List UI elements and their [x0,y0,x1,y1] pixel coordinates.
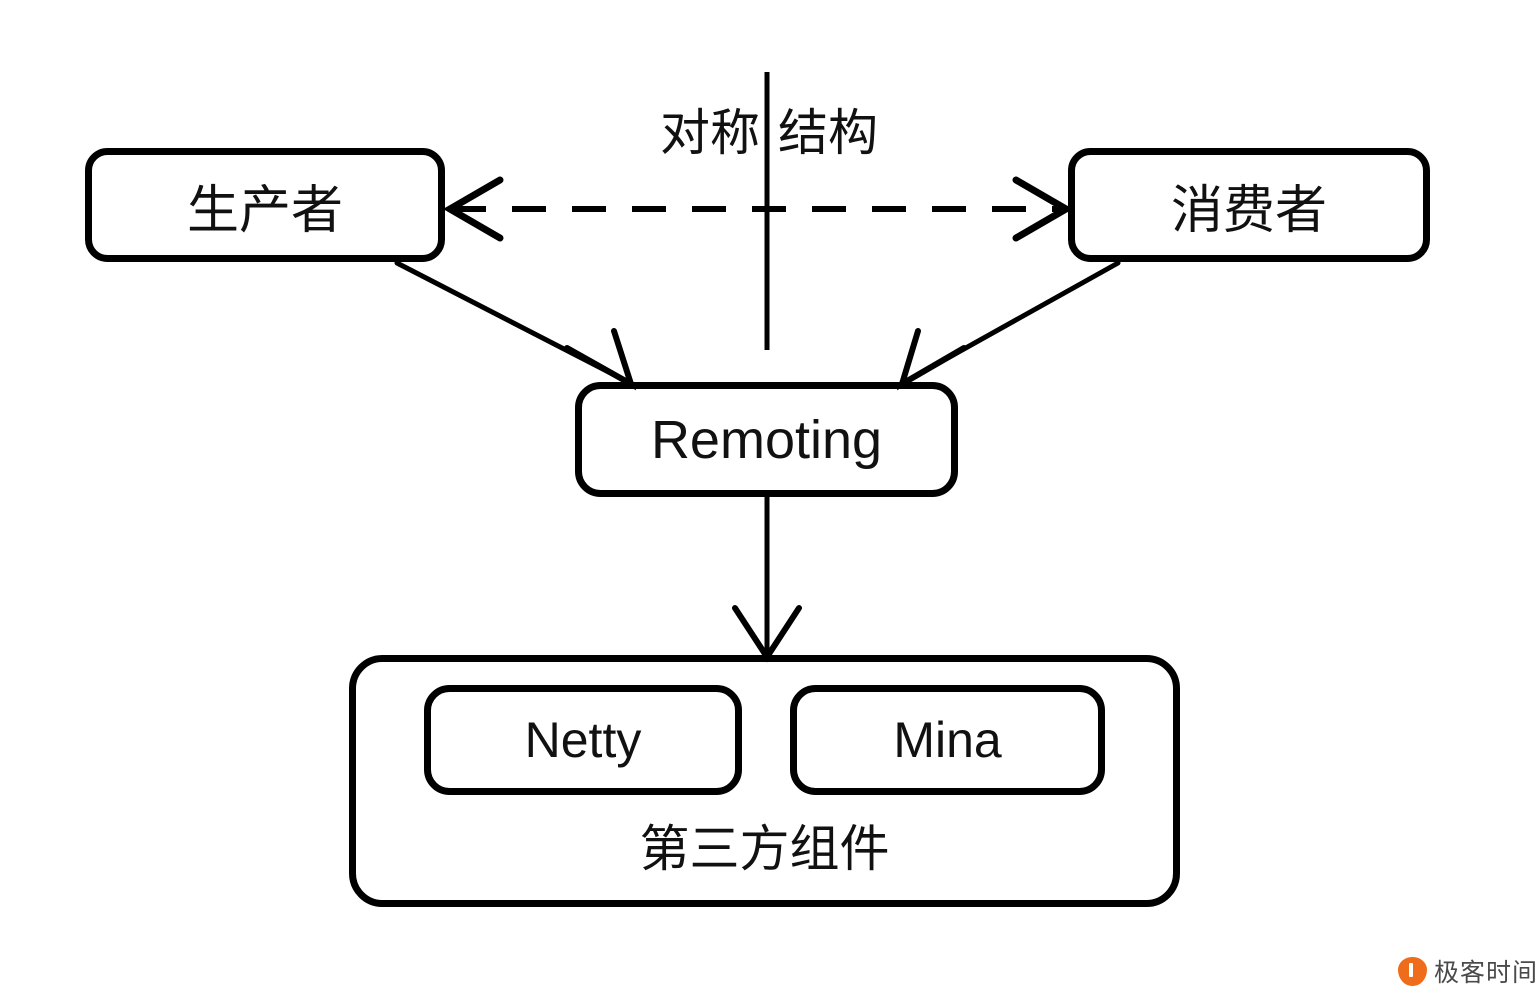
mina-box[interactable] [790,685,1105,795]
watermark-text: 极客时间 [1434,958,1539,987]
arrowhead-to-consumer [1012,176,1073,242]
arrowhead-producer-to-remoting [564,328,637,391]
consumer-box[interactable] [1068,148,1430,262]
geektime-logo-icon [1398,956,1427,986]
arrowhead-to-third-party [732,605,802,663]
arrowhead-consumer-to-remoting [896,328,967,391]
netty-box[interactable] [424,685,742,795]
producer-box[interactable] [85,148,445,262]
arrowhead-to-producer [443,176,504,242]
watermark: 极客时间 [1398,953,1538,989]
remoting-box[interactable] [575,382,958,497]
